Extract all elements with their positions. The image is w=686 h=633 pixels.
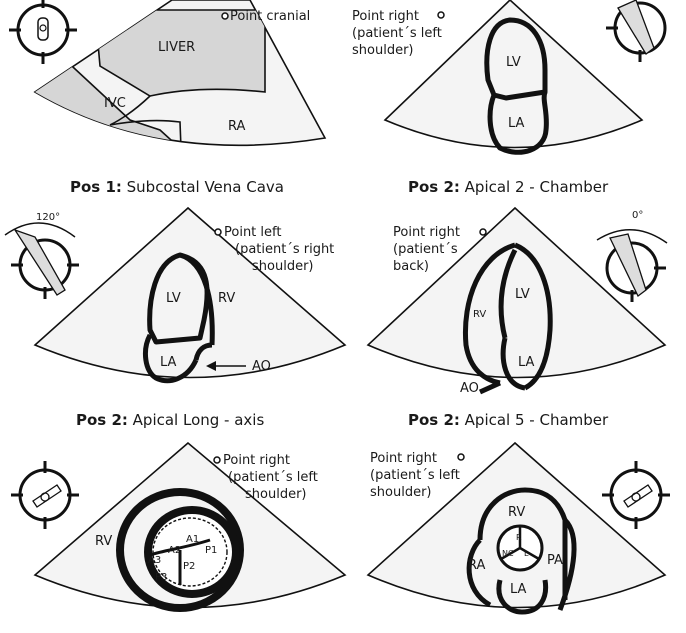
p2-label: P2 bbox=[183, 561, 195, 572]
r-cusp-label: R bbox=[516, 533, 522, 542]
point-text-1: Point right bbox=[352, 9, 419, 24]
caption: Pos 2: Apical 5 - Chamber bbox=[408, 411, 609, 429]
ultrasound-sector bbox=[35, 208, 345, 378]
panel-short-axis-aortic: RV RA LA PA R L NC Point right (patient´… bbox=[368, 443, 670, 612]
orientation-dot bbox=[214, 457, 220, 463]
angle-label: 0° bbox=[632, 210, 643, 221]
orientation-dot bbox=[222, 13, 228, 19]
probe-icon bbox=[33, 485, 61, 507]
point-text-1: Point right bbox=[223, 453, 290, 468]
ao-wall bbox=[480, 383, 500, 392]
point-text-3: back) bbox=[393, 259, 429, 274]
orientation-dot bbox=[480, 229, 486, 235]
point-text-2: (patient´s bbox=[393, 242, 458, 257]
panel-apical-2-chamber: LV LA Point right (patient´s left should… bbox=[352, 0, 665, 196]
lv-label: LV bbox=[506, 55, 521, 70]
probe-dial bbox=[11, 461, 79, 529]
angle-label: 120° bbox=[36, 212, 60, 223]
ra-label: RA bbox=[228, 119, 246, 134]
rv-label: RV bbox=[218, 291, 235, 306]
la-label: LA bbox=[508, 116, 525, 131]
la-label: LA bbox=[160, 355, 177, 370]
panel-subcostal-vena-cava: LIVER IVC RA Point cranial Pos 1: Subcos… bbox=[9, 0, 325, 196]
lv-label: LV bbox=[166, 291, 181, 306]
nc-cusp-label: NC bbox=[502, 549, 514, 558]
p1-label: P1 bbox=[205, 545, 217, 556]
rotation-arc bbox=[597, 230, 667, 243]
la-label: LA bbox=[510, 582, 527, 597]
a2-label: A2 bbox=[168, 545, 181, 556]
panel-short-axis-mitral: RV A1 A2 A3 P1 P2 P3 Point right (patien… bbox=[11, 443, 345, 608]
point-text: Point cranial bbox=[230, 9, 310, 24]
probe-icon bbox=[624, 485, 652, 507]
probe-dial bbox=[5, 223, 79, 299]
rv-label: RV bbox=[508, 505, 525, 520]
point-text-2: (patient´s left bbox=[352, 26, 442, 41]
rv-label: RV bbox=[473, 309, 486, 320]
point-text-3: shoulder) bbox=[352, 43, 413, 58]
caption: Pos 1: Subcostal Vena Cava bbox=[70, 178, 284, 196]
point-text-1: Point left bbox=[224, 225, 281, 240]
probe-dial bbox=[9, 0, 77, 64]
orientation-dot bbox=[458, 454, 464, 460]
orientation-dot bbox=[215, 229, 221, 235]
lv-label: LV bbox=[515, 287, 530, 302]
ivc-label: IVC bbox=[104, 96, 126, 111]
caption: Pos 2: Apical Long - axis bbox=[76, 411, 264, 429]
pa-label: PA bbox=[547, 553, 563, 568]
rv-label: RV bbox=[95, 534, 112, 549]
probe-dial bbox=[597, 230, 667, 302]
ao-label: AO bbox=[252, 359, 271, 374]
probe-dial bbox=[602, 461, 670, 529]
l-cusp-label: L bbox=[524, 549, 529, 558]
point-text-2: (patient´s left bbox=[370, 468, 460, 483]
a1-label: A1 bbox=[186, 534, 199, 545]
la-label: LA bbox=[518, 355, 535, 370]
panel-apical-5-chamber: LV RV LA AO Point right (patient´s back)… bbox=[368, 208, 667, 429]
point-text-1: Point right bbox=[370, 451, 437, 466]
probe-dial bbox=[606, 0, 665, 62]
probe-icon bbox=[38, 18, 48, 40]
ao-label: AO bbox=[460, 381, 479, 396]
p3-label: P3 bbox=[155, 572, 167, 583]
ra-label: RA bbox=[468, 558, 486, 573]
orientation-dot bbox=[438, 12, 444, 18]
point-text-1: Point right bbox=[393, 225, 460, 240]
a3-label: A3 bbox=[148, 555, 161, 566]
point-text-3: shoulder) bbox=[252, 259, 313, 274]
point-text-2: (patient´s right bbox=[235, 242, 334, 257]
point-text-3: shoulder) bbox=[370, 485, 431, 500]
panel-apical-long-axis: LV RV LA AO Point left (patient´s right … bbox=[5, 208, 345, 429]
point-text-2: (patient´s left bbox=[228, 470, 318, 485]
point-text-3: shoulder) bbox=[245, 487, 306, 502]
caption: Pos 2: Apical 2 - Chamber bbox=[408, 178, 609, 196]
liver-label: LIVER bbox=[158, 40, 195, 55]
